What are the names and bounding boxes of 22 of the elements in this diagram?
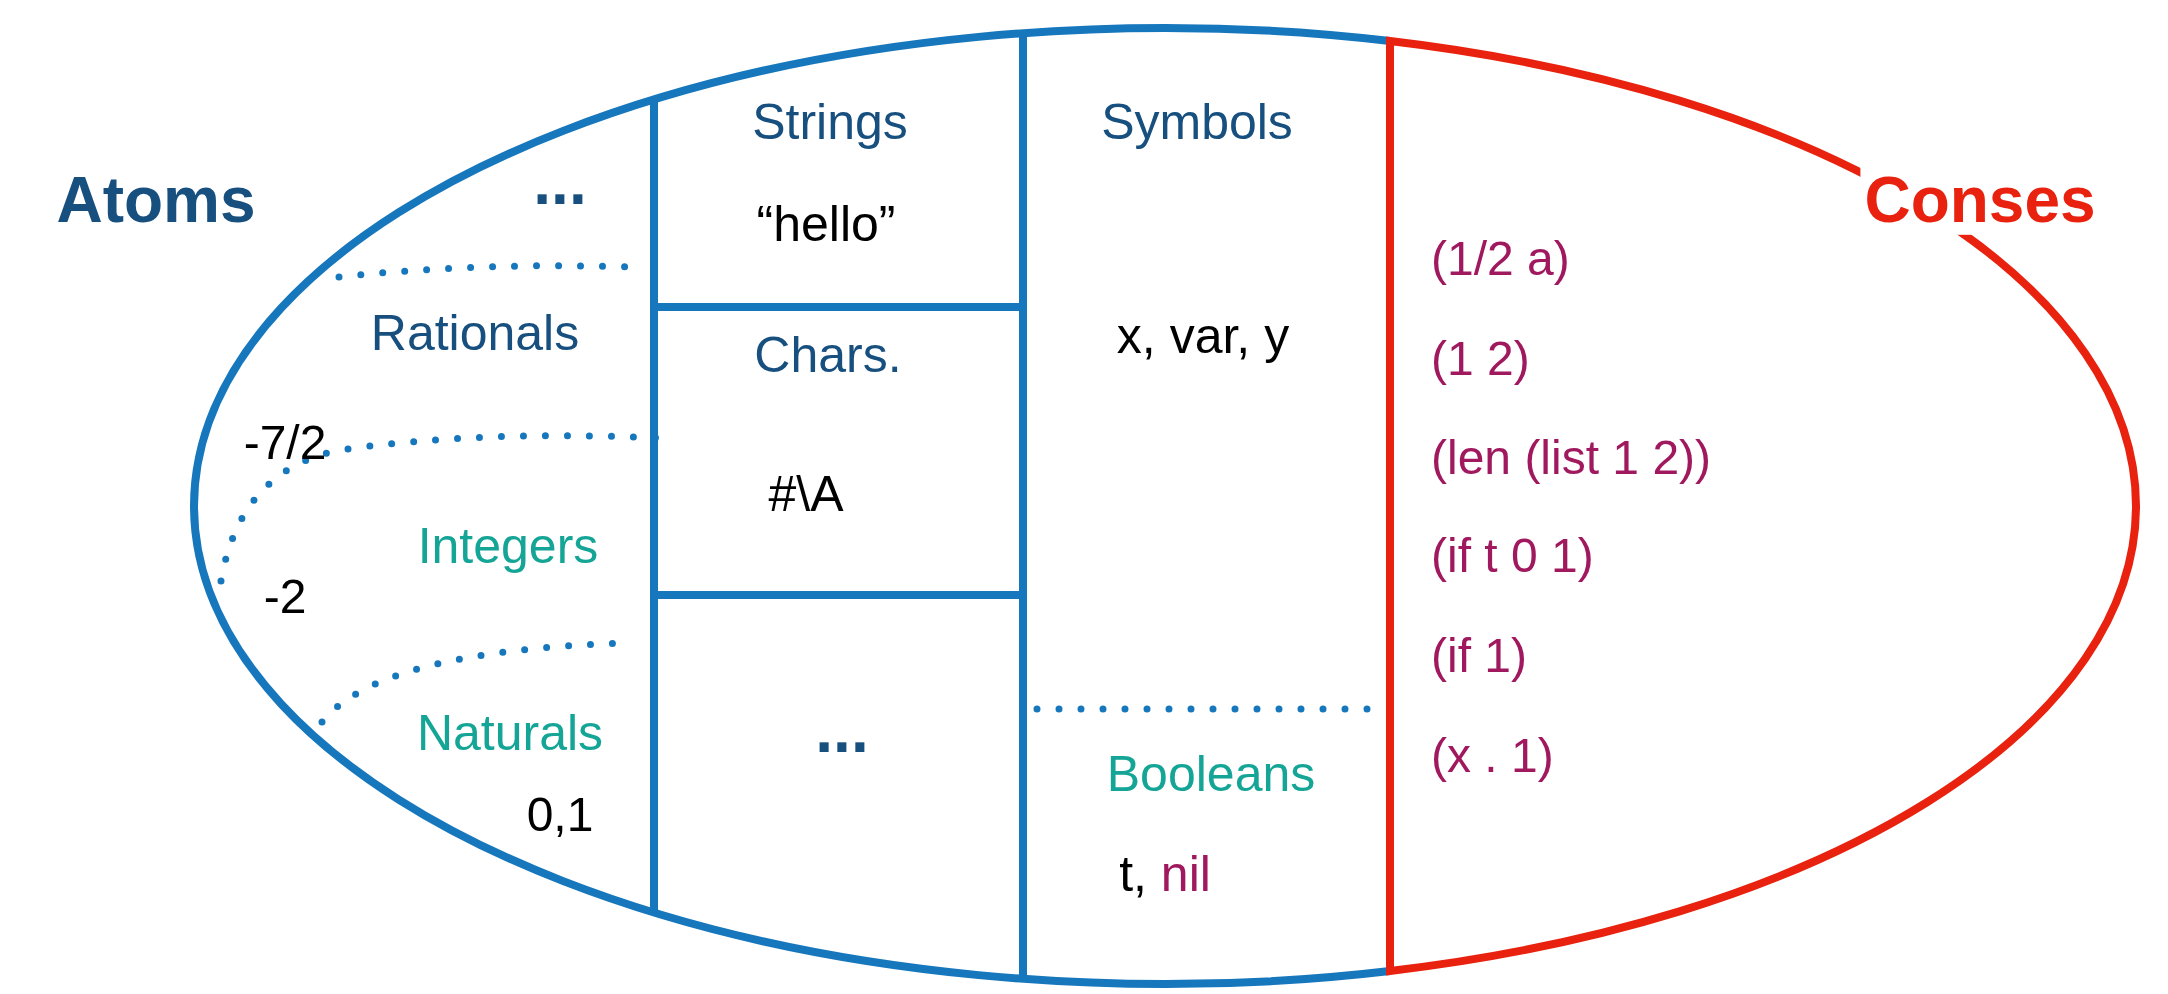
example-value: x, var, y [1116, 308, 1290, 364]
example-value: “hello” [756, 196, 896, 252]
example-value: (if 1) [1431, 629, 1527, 683]
category-label: Symbols [1101, 94, 1293, 150]
ellipsis: ... [533, 146, 587, 218]
example-value: (1/2 a) [1431, 232, 1570, 286]
category-label: Booleans [1106, 746, 1316, 802]
example-value: (len (list 1 2)) [1431, 431, 1712, 485]
example-value: #\A [768, 466, 844, 522]
category-label: Strings [752, 94, 908, 150]
example-value: t, nil [1119, 846, 1211, 902]
ellipsis: ... [815, 694, 869, 766]
example-value: (x . 1) [1431, 729, 1554, 783]
category-label: Integers [417, 518, 599, 574]
example-value: (1 2) [1431, 332, 1530, 386]
category-label: Naturals [416, 705, 604, 761]
category-label: Chars. [754, 327, 902, 383]
example-value: -2 [263, 570, 307, 624]
example-value: -7/2 [243, 416, 327, 470]
example-value: (if t 0 1) [1431, 529, 1594, 583]
example-value: 0,1 [526, 788, 594, 842]
category-label: Rationals [370, 305, 580, 361]
